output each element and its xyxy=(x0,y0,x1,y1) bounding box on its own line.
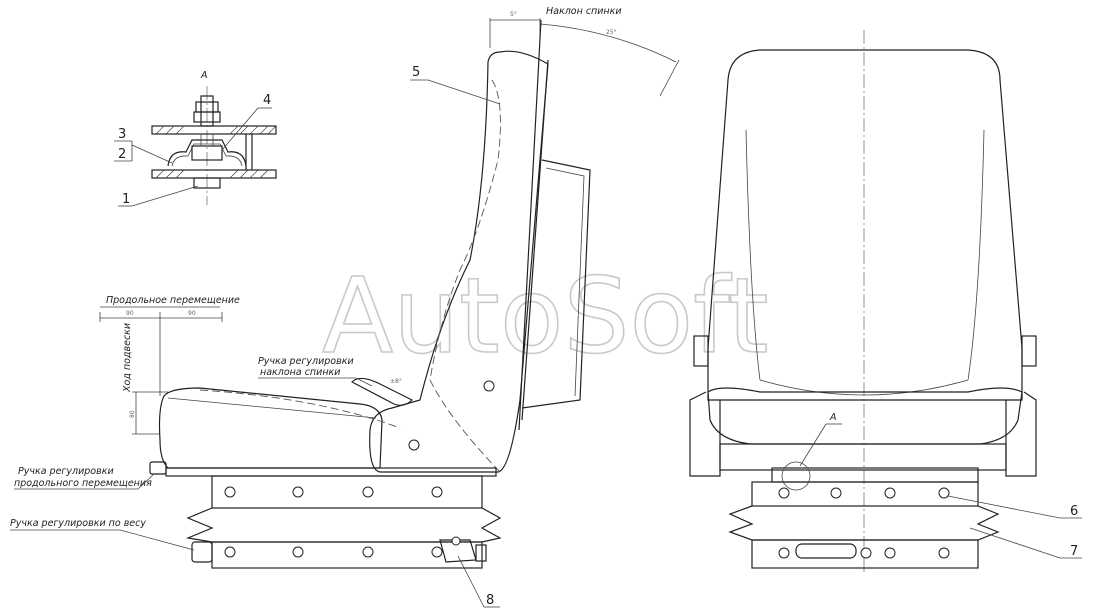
backrest-knob-label-1: Ручка регулировки xyxy=(258,356,354,367)
bottom-plate xyxy=(151,169,277,179)
backrest-knob xyxy=(350,377,414,406)
view-a-ref: А xyxy=(829,412,837,423)
front-backrest xyxy=(707,49,1023,401)
top-plate xyxy=(151,125,277,135)
longitudinal-knob xyxy=(149,461,167,475)
callout-8: 8 xyxy=(486,593,494,608)
left-hinge xyxy=(693,335,709,367)
callout-6: 6 xyxy=(1070,504,1078,519)
detail-view-a: А 1 2 xyxy=(114,70,277,207)
front-seat-cushion xyxy=(707,387,1023,445)
suspension-upper-plate xyxy=(211,475,483,509)
side-view: 5° Наклон спинки 25° ±8° xyxy=(10,6,680,608)
bracket xyxy=(167,139,247,167)
backrest-outline xyxy=(369,50,549,473)
bolt-shank xyxy=(200,95,214,127)
right-hinge xyxy=(1021,335,1037,367)
upper-plate-bolts xyxy=(224,486,443,498)
callout-3: 3 xyxy=(118,127,126,142)
backrest-knob-label-2: наклона спинки xyxy=(260,367,340,378)
pivot-bolt-upper xyxy=(483,380,495,392)
callout-1: 1 xyxy=(122,192,130,207)
bottom-nut xyxy=(193,177,221,189)
callout-5: 5 xyxy=(412,65,420,80)
detail-view-title: А xyxy=(200,70,208,81)
longitudinal-movement-label: Продольное перемещение xyxy=(106,295,240,306)
weight-knob xyxy=(191,541,213,563)
longitudinal-knob-label-1: Ручка регулировки xyxy=(18,466,114,477)
tilt-large-dim: 25° xyxy=(606,29,617,36)
susp-travel-dim: 80 xyxy=(129,410,136,418)
lower-plate-bolts xyxy=(224,546,443,558)
knob-angle-dim: ±8° xyxy=(390,378,402,385)
pivot-bolt-lower xyxy=(408,439,420,451)
front-lower-plate xyxy=(751,539,979,569)
view-a-marker xyxy=(781,461,811,491)
tilt-small-dim: 5° xyxy=(510,11,517,18)
front-upper-plate xyxy=(751,481,979,507)
watermark-text: AutoSoft xyxy=(322,255,769,377)
weight-adjust-slot xyxy=(795,543,857,559)
front-seat-base xyxy=(719,443,1007,471)
callout-2: 2 xyxy=(118,147,126,162)
suspension-travel-label: Ход подвески xyxy=(122,323,133,393)
front-view: А 6 7 xyxy=(689,30,1082,575)
callout-7: 7 xyxy=(1070,544,1078,559)
long-back-dim: 90 xyxy=(126,310,134,317)
back-panel xyxy=(521,159,591,409)
longitudinal-knob-label-2: продольного перемещения xyxy=(14,478,152,489)
front-lower-bolts xyxy=(778,547,950,559)
long-fwd-dim: 90 xyxy=(188,310,196,317)
backrest-tilt-label: Наклон спинки xyxy=(546,6,622,17)
front-upper-bolts xyxy=(778,487,950,499)
callout-4: 4 xyxy=(263,93,271,108)
weight-knob-label: Ручка регулировки по весу xyxy=(10,518,146,529)
suspension-bellows xyxy=(185,507,502,543)
seat-cushion xyxy=(158,387,383,469)
middle-nut xyxy=(191,145,223,161)
